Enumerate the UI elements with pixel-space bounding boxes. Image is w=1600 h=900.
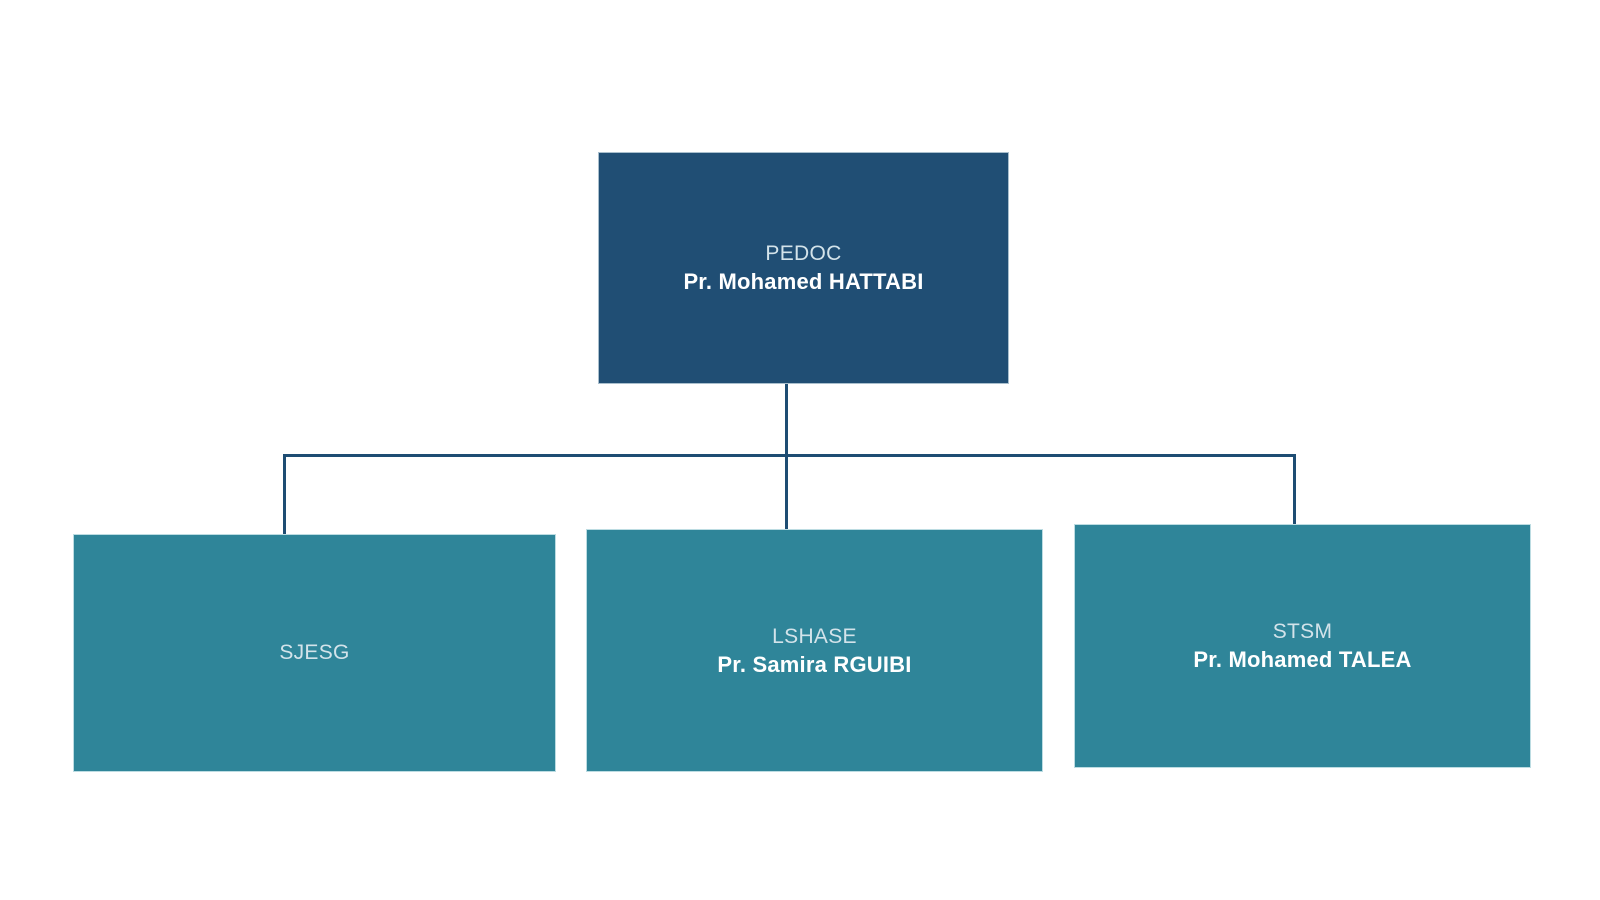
- org-node-stsm-head: Pr. Mohamed TALEA: [1193, 647, 1412, 672]
- connector-horizontal-bus: [283, 454, 1296, 457]
- org-node-lshase-title: LSHASE: [772, 624, 857, 648]
- org-node-pedoc[interactable]: PEDOC Pr. Mohamed HATTABI: [598, 152, 1009, 384]
- org-node-lshase-head: Pr. Samira RGUIBI: [717, 651, 912, 677]
- org-node-pedoc-title: PEDOC: [765, 242, 842, 265]
- org-node-stsm-title: STSM: [1272, 620, 1333, 643]
- connector-bus-to-sjesg: [283, 454, 286, 534]
- org-node-sjesg-title: SJESG: [279, 641, 350, 664]
- org-node-lshase[interactable]: LSHASE Pr. Samira RGUIBI: [586, 529, 1043, 772]
- org-node-sjesg[interactable]: SJESG: [73, 534, 556, 772]
- org-node-pedoc-head: Pr. Mohamed HATTABI: [683, 269, 924, 294]
- connector-bus-to-stsm: [1293, 454, 1296, 524]
- org-node-stsm[interactable]: STSM Pr. Mohamed TALEA: [1074, 524, 1531, 768]
